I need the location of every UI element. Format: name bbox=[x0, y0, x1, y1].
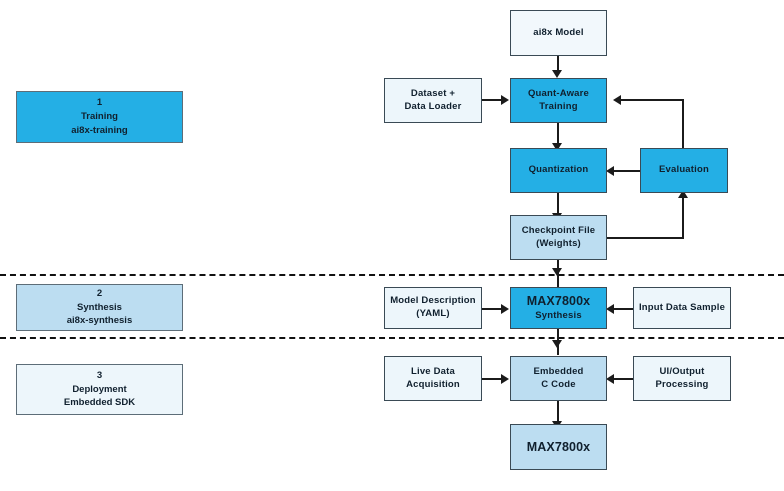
legend-number: 3 bbox=[96, 369, 103, 381]
edge-yaml-to-synthesis bbox=[482, 308, 503, 310]
node-label-line1: Embedded bbox=[533, 365, 584, 377]
legend-stage: Training bbox=[81, 111, 118, 123]
arrowhead-checkpoint-to-synthesis bbox=[552, 268, 562, 276]
node-quant-aware-training[interactable]: Quant-Aware Training bbox=[510, 78, 607, 123]
arrowhead-quant-to-quantization bbox=[552, 143, 562, 151]
node-label-line1: Live Data bbox=[411, 365, 455, 377]
node-label-line1: Checkpoint File bbox=[521, 224, 596, 236]
arrowhead-checkpoint-to-evaluation bbox=[678, 190, 688, 198]
node-model-description-yaml[interactable]: Model Description (YAML) bbox=[384, 287, 482, 329]
edge-ui-output-to-embedded bbox=[612, 378, 633, 380]
arrowhead-evaluation-to-quantization bbox=[606, 166, 614, 176]
edge-quantization-to-checkpoint bbox=[557, 193, 559, 216]
arrowhead-ui-output-to-embedded bbox=[606, 374, 614, 384]
edge-input-sample-to-synthesis bbox=[612, 308, 633, 310]
node-label-line1: Input Data Sample bbox=[638, 301, 726, 313]
arrowhead-synthesis-to-embedded bbox=[552, 340, 562, 348]
legend-item-training: 1 Training ai8x-training bbox=[16, 91, 183, 143]
arrowhead-dataset-to-quant bbox=[501, 95, 509, 105]
edge-evaluation-to-quantization bbox=[612, 170, 640, 172]
node-quantization[interactable]: Quantization bbox=[510, 148, 607, 193]
node-ai8x-model[interactable]: ai8x Model bbox=[510, 10, 607, 56]
legend-item-synthesis: 2 Synthesis ai8x-synthesis bbox=[16, 284, 183, 331]
node-embedded-c-code[interactable]: Embedded C Code bbox=[510, 356, 607, 401]
arrowhead-yaml-to-synthesis bbox=[501, 304, 509, 314]
legend-repo: Embedded SDK bbox=[63, 397, 136, 409]
node-label-line2: Acquisition bbox=[406, 378, 460, 390]
edge-quant-to-quantization bbox=[557, 122, 559, 146]
node-live-data-acquisition[interactable]: Live Data Acquisition bbox=[384, 356, 482, 401]
node-label-line1: Evaluation bbox=[659, 164, 709, 176]
node-evaluation[interactable]: Evaluation bbox=[640, 148, 728, 193]
edge-checkpoint-right bbox=[607, 237, 684, 239]
stage-separator-training-synthesis bbox=[0, 274, 784, 276]
node-label-line2: Training bbox=[539, 100, 578, 112]
node-label-line2: Synthesis bbox=[535, 309, 582, 321]
node-max7800x-device[interactable]: MAX7800x bbox=[510, 424, 607, 470]
node-label-line2: Data Loader bbox=[404, 100, 462, 112]
legend-repo: ai8x-synthesis bbox=[66, 315, 133, 327]
node-label-line2: (YAML) bbox=[416, 308, 450, 319]
legend-stage: Synthesis bbox=[77, 301, 122, 313]
node-label-line1: ai8x Model bbox=[533, 26, 584, 38]
node-label-line1: MAX7800x bbox=[526, 294, 591, 309]
arrowhead-live-data-to-embedded bbox=[501, 374, 509, 384]
edge-model-to-quant bbox=[557, 55, 559, 73]
node-dataset-data-loader[interactable]: Dataset + Data Loader bbox=[384, 78, 482, 123]
edge-embedded-to-device bbox=[557, 401, 559, 425]
node-label-line1: MAX7800x bbox=[526, 439, 591, 454]
node-label-line2: (Weights) bbox=[536, 237, 581, 249]
node-label-line1: Quant-Aware bbox=[527, 87, 590, 99]
arrowhead-evaluation-to-quant-training bbox=[613, 95, 621, 105]
legend-repo: ai8x-training bbox=[71, 124, 128, 136]
edge-evaluation-up bbox=[682, 99, 684, 149]
edge-checkpoint-up-to-evaluation bbox=[682, 196, 684, 238]
edge-evaluation-to-quant-training bbox=[620, 99, 683, 101]
arrowhead-model-to-quant bbox=[552, 70, 562, 78]
legend-number: 2 bbox=[96, 287, 103, 299]
node-label-line1: Dataset + bbox=[410, 87, 456, 99]
arrowhead-input-sample-to-synthesis bbox=[606, 304, 614, 314]
node-checkpoint-file[interactable]: Checkpoint File (Weights) bbox=[510, 215, 607, 260]
node-label-line2: C Code bbox=[541, 378, 576, 390]
node-label-line1: Model Description bbox=[390, 295, 476, 307]
legend-number: 1 bbox=[96, 97, 103, 109]
stage-separator-synthesis-deployment bbox=[0, 337, 784, 339]
edge-live-data-to-embedded bbox=[482, 378, 503, 380]
node-label-line1: Quantization bbox=[528, 164, 589, 176]
node-label-line1: UI/Output bbox=[659, 365, 705, 377]
node-max7800x-synthesis[interactable]: MAX7800x Synthesis bbox=[510, 287, 607, 329]
node-label-line2: Processing bbox=[655, 378, 709, 390]
legend-item-deployment: 3 Deployment Embedded SDK bbox=[16, 364, 183, 415]
node-ui-output-processing[interactable]: UI/Output Processing bbox=[633, 356, 731, 401]
edge-dataset-to-quant bbox=[482, 99, 503, 101]
legend-stage: Deployment bbox=[72, 383, 127, 395]
node-input-data-sample[interactable]: Input Data Sample bbox=[633, 287, 731, 329]
